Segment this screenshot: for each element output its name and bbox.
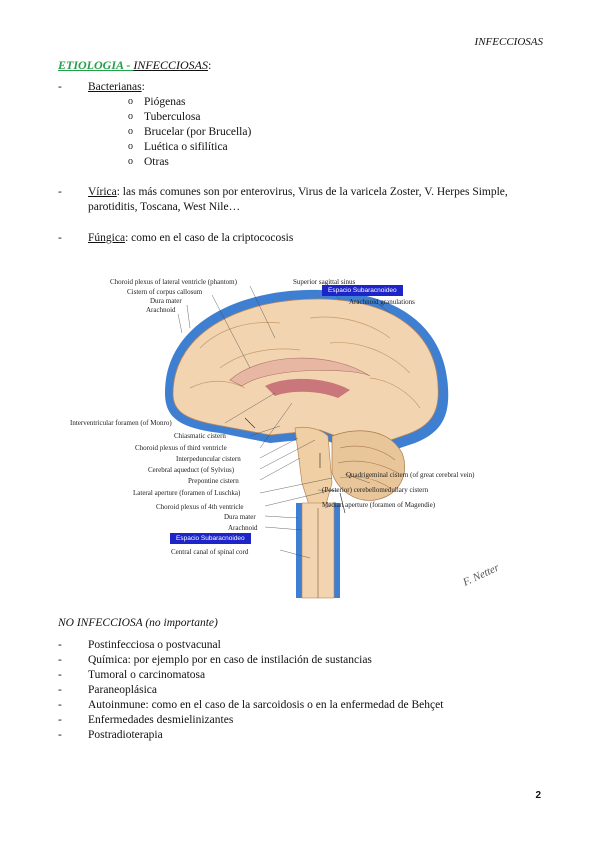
running-header: INFECCIOSAS — [474, 36, 543, 48]
no-inf-item: Postradioterapia — [58, 728, 548, 743]
label-median-aperture: Median aperture (foramen of Magendie) — [322, 501, 436, 509]
bacterianas-item: Bacterianas: Piógenas Tuberculosa Brucel… — [58, 80, 548, 170]
label-dura-bottom: Dura mater — [224, 513, 256, 521]
corpus-callosum — [229, 357, 371, 387]
label-chiasmatic: Chiasmatic cistern — [174, 432, 226, 440]
ventricle — [265, 378, 350, 398]
bact-subitem: Luética o sifilítica — [128, 139, 548, 155]
infecciosas-label: INFECCIOSAS — [133, 58, 209, 72]
label-choroid-third: Choroid plexus of third ventricle — [135, 444, 227, 452]
no-inf-item: Tumoral o carcinomatosa — [58, 668, 548, 683]
no-inf-item: Química: por ejemplo por en caso de inst… — [58, 653, 548, 668]
fungica-block: Fúngica: como en el caso de la criptococ… — [58, 231, 548, 246]
brain-illustration: F. Netter — [165, 281, 502, 599]
bact-subitem: Otras — [128, 154, 548, 170]
bacterianas-colon: : — [141, 81, 145, 93]
tag-espacio-bottom: Espacio Subaracnoideo — [170, 533, 251, 544]
etiologia-label: ETIOLOGIA - — [58, 58, 134, 72]
artist-signature: F. Netter — [460, 561, 501, 589]
label-lateral-aperture: Lateral aperture (foramen of Luschka) — [133, 489, 241, 497]
label-choroid-fourth: Choroid plexus of 4th ventricle — [156, 503, 244, 511]
bacterianas-sublist: Piógenas Tuberculosa Brucelar (por Bruce… — [88, 94, 548, 170]
label-arachnoid-bottom: Arachnoid — [228, 524, 258, 532]
cerebrum — [172, 298, 439, 449]
label-cerebellomedullary: (Posterior) cerebellomedullary cistern — [322, 486, 429, 494]
label-choroid-lateral: Choroid plexus of lateral ventricle (pha… — [110, 278, 237, 286]
cerebellum-folia — [337, 445, 399, 489]
cerebellum — [331, 430, 406, 501]
no-inf-item: Postinfecciosa o postvacunal — [58, 638, 548, 653]
bacterianas-label: Bacterianas — [88, 81, 142, 93]
label-prepontine: Prepontine cistern — [188, 477, 239, 485]
virica-label: Vírica — [88, 186, 117, 198]
gyri — [189, 316, 421, 409]
no-inf-item: Paraneoplásica — [58, 683, 548, 698]
title-colon: : — [208, 58, 212, 72]
bacterianas-block: Bacterianas: Piógenas Tuberculosa Brucel… — [58, 80, 548, 170]
bact-subitem: Piógenas — [128, 94, 548, 110]
label-cerebral-aqueduct: Cerebral aqueduct (of Sylvius) — [148, 466, 235, 474]
virica-text: : las más comunes son por enterovirus, V… — [88, 186, 508, 213]
virica-block: Vírica: las más comunes son por enterovi… — [58, 185, 548, 215]
section-title: ETIOLOGIA - INFECCIOSAS: — [58, 58, 211, 73]
no-inf-item: Enfermedades desmielinizantes — [58, 713, 548, 728]
page-number: 2 — [535, 790, 541, 801]
label-quadrigeminal: Quadrigeminal cistern (of great cerebral… — [346, 471, 475, 479]
virica-item: Vírica: las más comunes son por enterovi… — [58, 185, 548, 215]
label-superior-sagittal: Superior sagittal sinus — [293, 278, 356, 286]
csf-arrows — [244, 417, 346, 514]
leader-lines — [177, 281, 391, 559]
no-inf-item: Autoinmune: como en el caso de la sarcoi… — [58, 698, 548, 713]
label-interpeduncular: Interpeduncular cistern — [176, 455, 241, 463]
no-infecciosa-list: Postinfecciosa o postvacunal Química: po… — [58, 638, 548, 743]
tag-espacio-top: Espacio Subaracnoideo — [322, 285, 403, 296]
label-arachnoid-top: Arachnoid — [146, 306, 176, 314]
brain-csf-figure: F. Netter Choroid plexus of lateral vent… — [70, 268, 540, 603]
label-arachnoid-gran: Arachnoid granulations — [349, 298, 415, 306]
bact-subitem: Tuberculosa — [128, 109, 548, 125]
brainstem — [294, 426, 333, 509]
label-central-canal: Central canal of spinal cord — [171, 548, 249, 556]
fungica-label: Fúngica — [88, 232, 126, 244]
label-dura-top: Dura mater — [150, 297, 182, 305]
fungica-text: : como en el caso de la criptococosis — [125, 232, 294, 244]
label-interventricular: Interventricular foramen (of Monro) — [70, 419, 172, 427]
no-infecciosa-title: NO INFECCIOSA (no importante) — [58, 617, 218, 629]
bact-subitem: Brucelar (por Brucella) — [128, 124, 548, 140]
fungica-item: Fúngica: como en el caso de la criptococ… — [58, 231, 548, 246]
label-cistern-corpus: Cistern of corpus callosum — [127, 288, 203, 296]
